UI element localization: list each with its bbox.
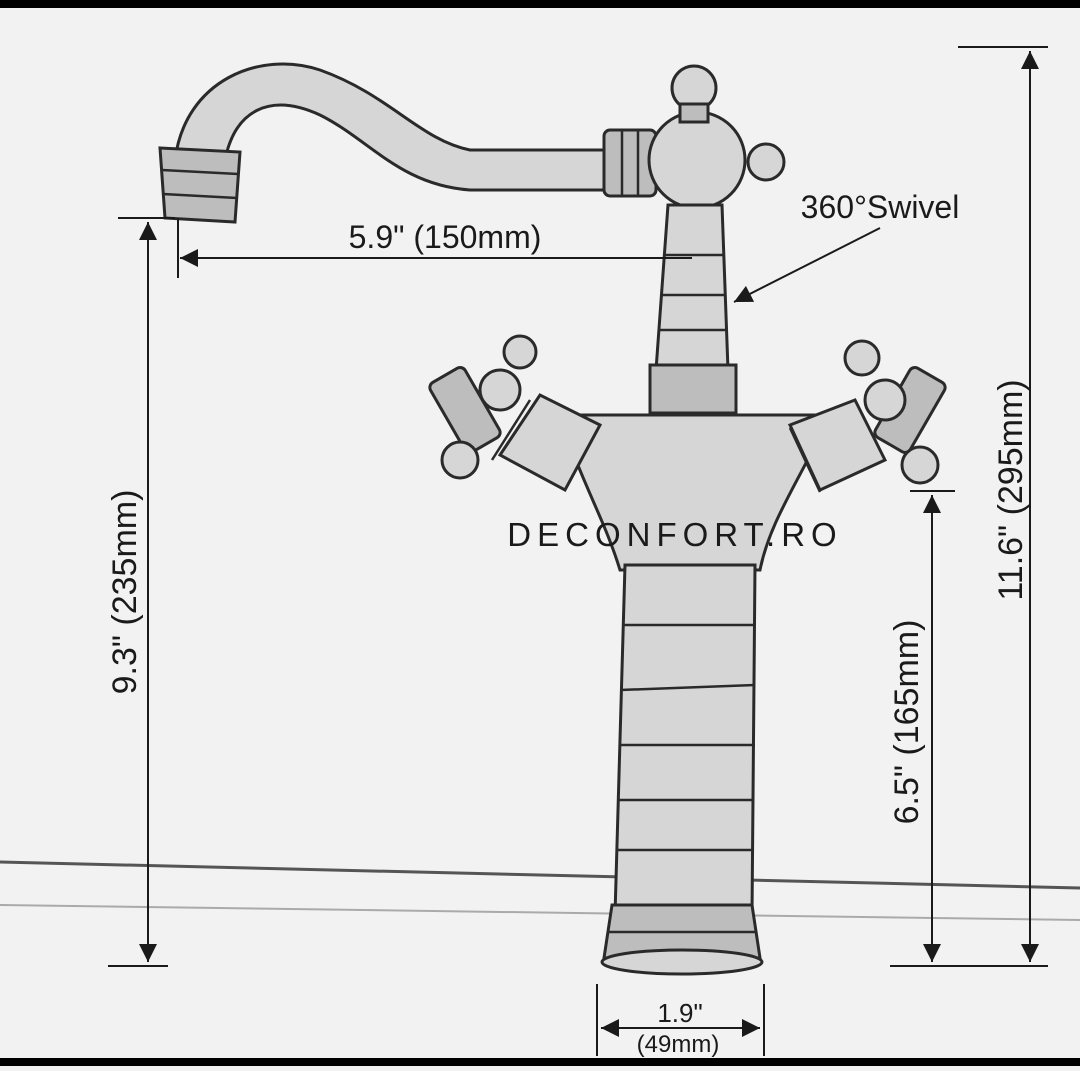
swivel-label: 360°Swivel [801,189,960,225]
counter-edge [0,860,1080,890]
spout-reach-dimension: 5.9" (150mm) [177,218,692,278]
handle-height-label: 6.5" (165mm) [888,620,926,825]
watermark-text: DECONFORT.RO [507,516,842,553]
spout-nozzle [158,146,242,224]
base-width-inch-label: 1.9" [657,998,702,1028]
faucet-illustration [158,62,947,976]
swivel-neck [654,203,730,372]
neck-ring [648,363,738,415]
left-handle-arm [497,393,603,493]
swivel-housing [647,110,747,210]
base-width-mm-label: (49mm) [637,1031,720,1058]
handle-height-dimension: 6.5" (165mm) [888,490,955,962]
bottom-border [0,1058,1080,1066]
left-cross-handle [428,334,538,480]
spout-height-label: 9.3" (235mm) [106,490,144,695]
total-height-dimension: 11.6" (295mm) [890,46,1048,967]
right-cross-handle [843,339,947,485]
swivel-callout: 360°Swivel [733,189,960,303]
total-height-label: 11.6" (295mm) [992,379,1030,600]
base-width-dimension: 1.9" (49mm) [596,984,765,1058]
counter-shadow [0,904,1080,921]
column-body [613,563,757,917]
spout-height-dimension: 9.3" (235mm) [106,217,175,967]
base-flange [600,948,764,976]
spout-reach-label: 5.9" (150mm) [349,219,542,255]
top-border [0,0,1080,8]
side-cap [746,142,786,182]
